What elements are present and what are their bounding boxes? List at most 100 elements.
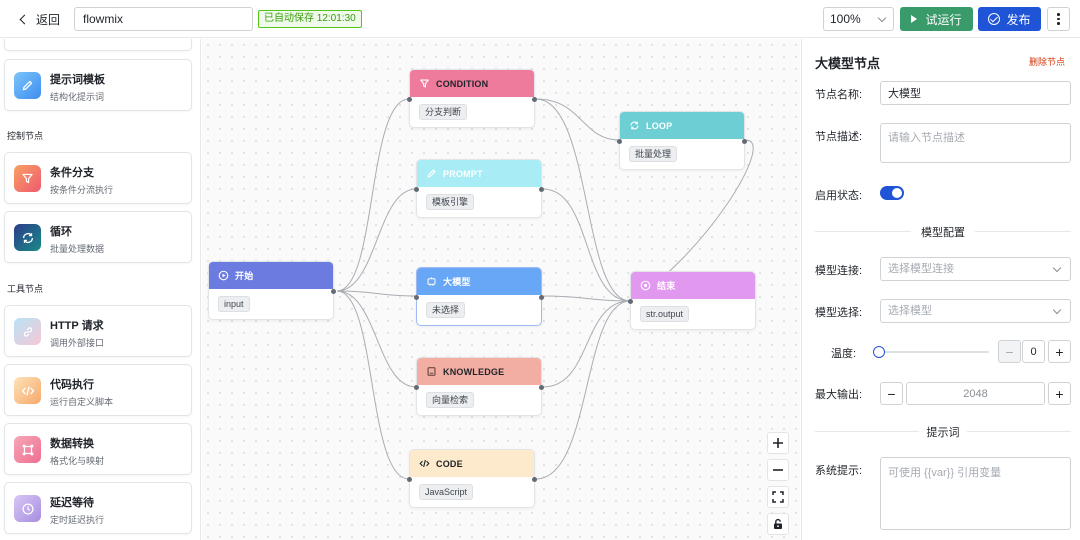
chevron-left-icon [19,14,30,24]
pencil-icon [14,72,41,99]
lock-canvas-button[interactable] [767,513,789,535]
node-llm[interactable]: 大模型 未选择 [414,267,544,326]
delete-node-button[interactable]: 删除节点 [1028,57,1065,67]
input-port[interactable] [617,139,622,144]
zoom-out-button[interactable] [767,459,789,481]
model-conn-select[interactable]: 选择模型连接 [880,257,1071,281]
node-palette-sidebar: 提示词模板 结构化提示词 控制节点 条件分支 按条件分流执行 循环 批量处理数据… [0,39,201,540]
node-code[interactable]: CODE JavaScript [407,449,537,508]
input-port[interactable] [628,299,633,304]
node-knowledge[interactable]: KNOWLEDGE 向量检索 [414,357,544,416]
output-port[interactable] [742,139,747,144]
palette-card-loop[interactable]: 循环 批量处理数据 [4,211,192,263]
node-header: CONDITION [410,70,534,97]
edge-start-prompt [336,188,417,292]
more-dot-icon [1057,22,1060,25]
node-title: PROMPT [443,168,483,179]
output-port[interactable] [532,477,537,482]
palette-card-prompt-template[interactable]: 提示词模板 结构化提示词 [4,59,192,111]
node-prompt[interactable]: PROMPT 模板引擎 [414,159,544,218]
input-port[interactable] [414,295,419,300]
node-title: KNOWLEDGE [443,366,505,377]
node-condition[interactable]: CONDITION 分支判断 [407,69,537,128]
zoom-in-button[interactable] [767,432,789,454]
enabled-toggle[interactable] [880,186,904,200]
zoom-select[interactable]: 100% [823,7,894,31]
palette-card-http[interactable]: HTTP 请求 调用外部接口 [4,305,192,357]
palette-card-title: 延迟等待 [50,497,94,509]
output-port[interactable] [532,97,537,102]
transform-icon [14,436,41,463]
temperature-increment-button[interactable]: + [1048,340,1071,363]
zoom-value: 100% [830,12,861,26]
temperature-slider-thumb[interactable] [873,346,885,358]
node-header: PROMPT [417,160,541,187]
node-config-panel: 大模型节点 删除节点 节点名称: 节点描述: 请输入节点描述 启用状态: 模型配… [801,39,1080,540]
edge-prompt-end [542,188,631,302]
palette-card-title: 条件分支 [50,167,94,179]
node-title: 结束 [657,281,676,291]
palette-card-code[interactable]: 代码执行 运行自定义脚本 [4,364,192,416]
palette-card-title: 循环 [50,226,72,238]
input-port[interactable] [407,477,412,482]
max-output-label: 最大输出: [815,389,863,401]
fit-view-button[interactable] [767,486,789,508]
refresh-icon [630,121,639,130]
link-icon [14,318,41,345]
model-select[interactable]: 选择模型 [880,299,1071,323]
node-loop[interactable]: LOOP 批量处理 [617,111,747,170]
chevron-down-icon [877,13,887,23]
max-output-value[interactable]: 2048 [906,382,1045,405]
play-icon [911,15,918,23]
pencil-icon [427,169,436,178]
input-port[interactable] [414,385,419,390]
edge-condition-end [535,98,631,302]
flow-name-input[interactable] [74,7,253,31]
palette-card-delay[interactable]: 延迟等待 定时延迟执行 [4,482,192,534]
max-output-increment-button[interactable]: + [1048,382,1071,405]
palette-card-title: 数据转换 [50,438,94,450]
edge-condition-loop [535,98,620,141]
model-select-label: 模型选择: [815,307,863,319]
palette-card-transform[interactable]: 数据转换 格式化与映射 [4,423,192,475]
node-start[interactable]: 开始 input [208,261,336,320]
node-chip: 分支判断 [419,104,468,120]
max-output-decrement-button[interactable]: − [880,382,903,405]
temperature-slider-track[interactable] [880,351,989,353]
output-port[interactable] [539,385,544,390]
node-name-input[interactable] [880,81,1071,105]
system-prompt-textarea[interactable]: 可使用 {{var}} 引用变量 [880,457,1071,530]
node-chip: 批量处理 [629,146,678,162]
temperature-label: 温度: [831,348,857,360]
model-select-placeholder: 选择模型 [888,305,932,317]
node-header: 大模型 [417,268,541,295]
edge-start-knowledge [336,290,417,388]
chevron-down-icon [1052,305,1062,315]
flow-canvas[interactable]: 开始 input CONDITION 分支判断 PROMPT 模板引擎 大模型 … [202,39,800,540]
divider-line [967,431,1071,432]
palette-card-title: HTTP 请求 [50,320,104,332]
more-dot-icon [1057,13,1060,16]
publish-button[interactable]: 发布 [978,7,1041,31]
back-button[interactable]: 返回 [18,10,60,28]
section-prompt: 提示词 [815,424,1071,439]
input-port[interactable] [414,187,419,192]
edge-start-code [336,290,410,480]
palette-card-desc: 批量处理数据 [50,244,105,254]
code-icon [14,377,41,404]
output-port[interactable] [539,187,544,192]
palette-card-condition[interactable]: 条件分支 按条件分流执行 [4,152,192,204]
edge-start-llm [336,290,417,297]
output-port[interactable] [539,295,544,300]
node-end[interactable]: 结束 str.output [628,271,756,330]
output-port[interactable] [331,289,336,294]
input-port[interactable] [407,97,412,102]
clock-icon [14,495,41,522]
test-run-button[interactable]: 试运行 [900,7,973,31]
autosave-badge: 已自动保存 12:01:30 [258,10,362,28]
temperature-decrement-button[interactable]: − [998,340,1021,363]
more-menu-button[interactable] [1047,7,1070,31]
node-desc-textarea[interactable]: 请输入节点描述 [880,123,1071,163]
palette-card-partial[interactable] [4,39,192,51]
temperature-value[interactable]: 0 [1022,340,1045,363]
